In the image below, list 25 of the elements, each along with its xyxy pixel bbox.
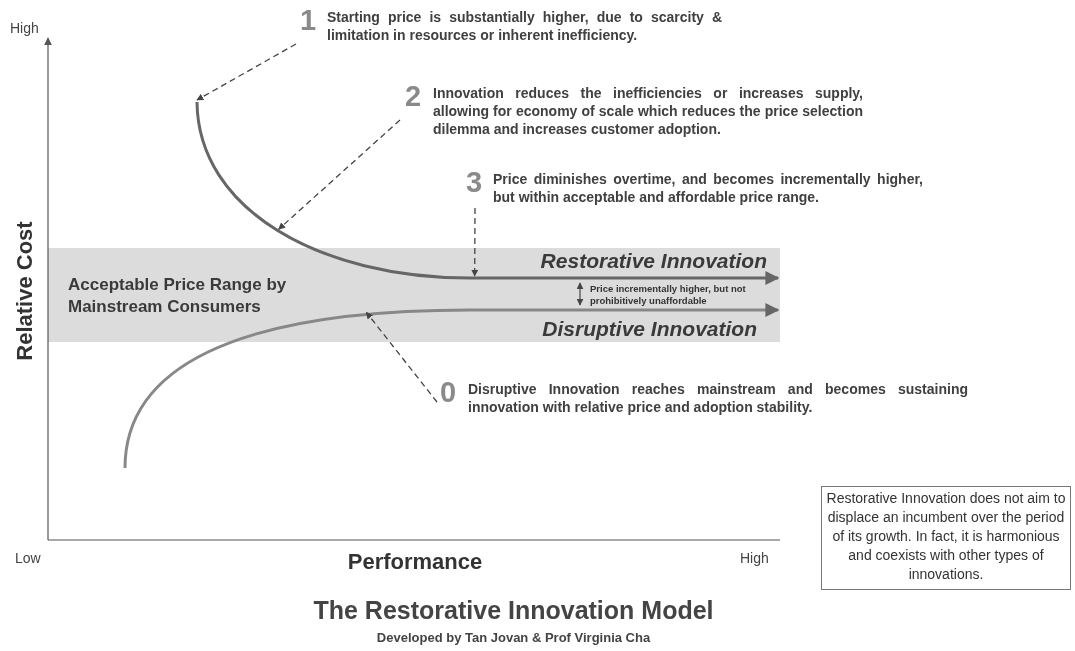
axis-label: Low: [15, 550, 41, 566]
leader-line: [365, 311, 438, 403]
callout-text: Innovation reduces the inefficiencies or increases supply, allowing for economy of scale which reduces the price selection dilemma and increases customer adoption.: [433, 84, 863, 138]
gap-note: Price incrementally higher, but not prohibitively unaffordable: [590, 283, 747, 307]
axis-title: Performance: [346, 549, 484, 575]
callout-number: 2: [405, 80, 422, 113]
leader-line: [471, 207, 479, 277]
axis-label: High: [740, 550, 769, 566]
title: The Restorative Innovation Model: [312, 596, 715, 625]
callout-number: 3: [466, 166, 483, 199]
callout-text: Price diminishes overtime, and becomes incrementally higher, but within acceptable and affordable price range.: [493, 170, 923, 206]
callout-number: 1: [300, 4, 317, 37]
caption: Developed by Tan Jovan & Prof Virginia Cha: [375, 630, 652, 645]
callout-text: Starting price is substantially higher, due to scarcity & limitation in resources or inherent inefficiency.: [327, 8, 722, 44]
axis-title: Relative Cost: [12, 220, 38, 363]
leader-line: [278, 119, 401, 230]
note-box: Restorative Innovation does not aim to displace an incumbent over the period of its growth. In fact, it is harmonious and coexists with other types of innovations.: [821, 486, 1071, 590]
leader-line: [196, 43, 297, 101]
series-label: Restorative Innovation: [539, 249, 767, 273]
series-label: Disruptive Innovation: [541, 317, 757, 341]
callout-text: Disruptive Innovation reaches mainstream and becomes sustaining innovation with relative price and adoption stability.: [468, 380, 968, 416]
callout-number: 0: [440, 376, 457, 409]
band-label: Acceptable Price Range by Mainstream Consumers: [68, 274, 288, 318]
price-range-band: [48, 248, 780, 342]
axis-label: High: [10, 20, 39, 36]
